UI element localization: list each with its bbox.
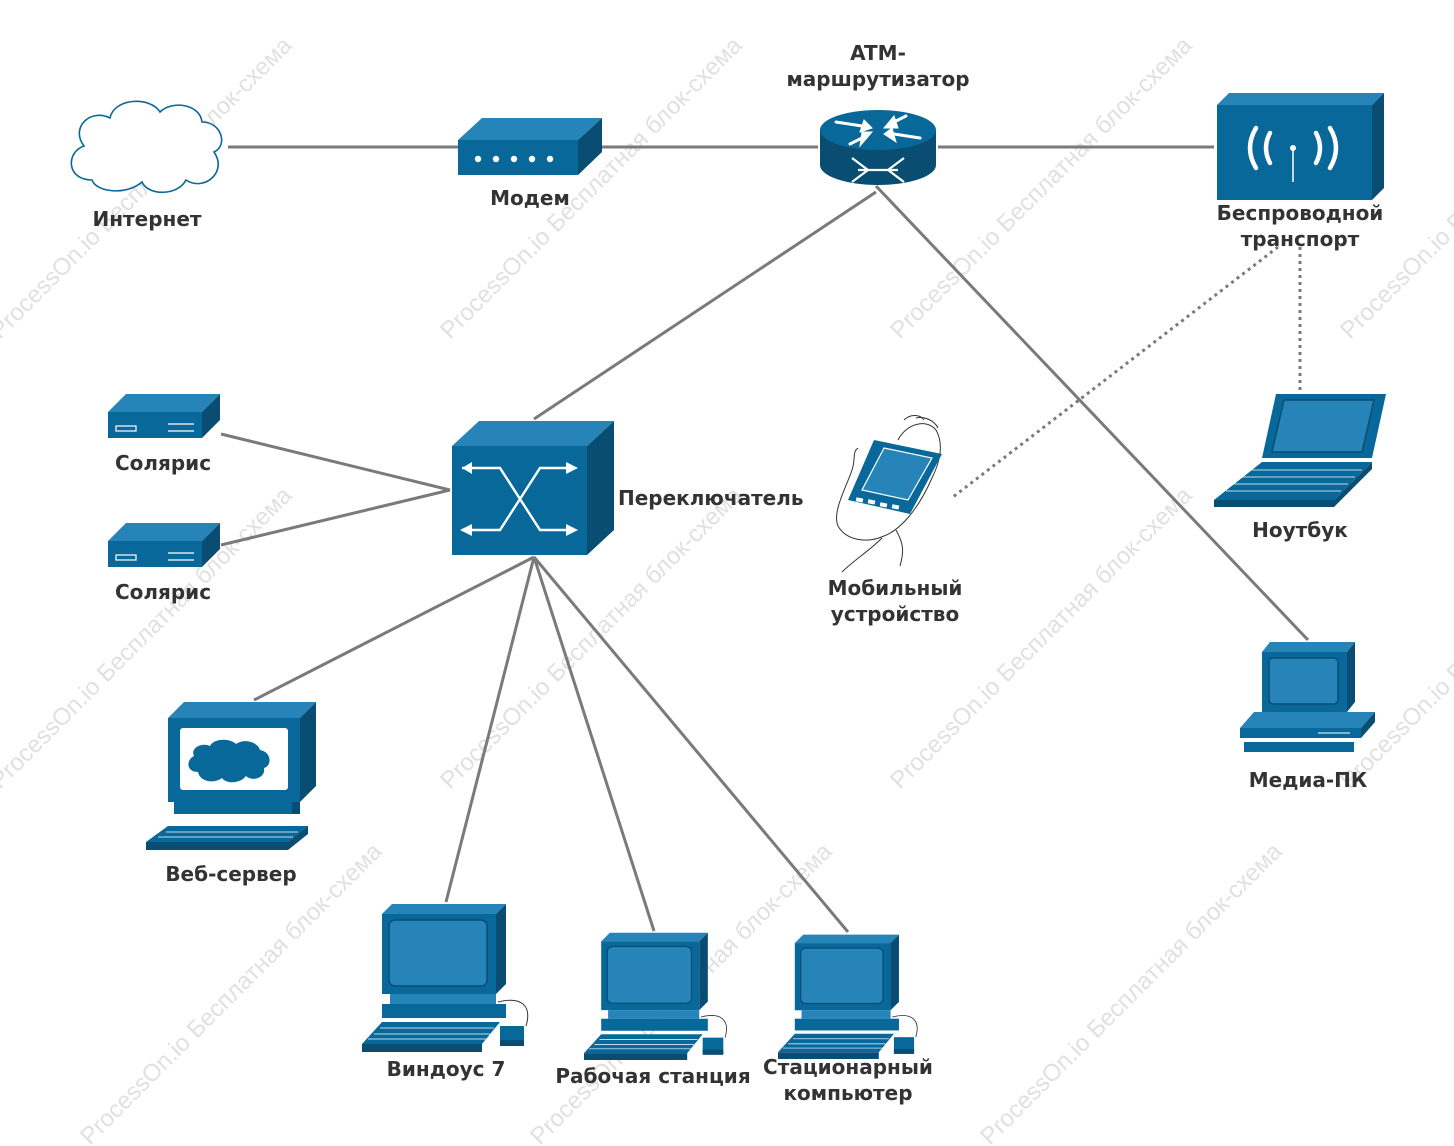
- label-media-pc: Медиа-ПК: [1248, 768, 1368, 792]
- label-switch: Переключатель: [618, 486, 804, 510]
- label-solaris-1: Солярис: [114, 451, 212, 475]
- link-wireless-mobile: [952, 245, 1279, 499]
- link-switch-web-server: [253, 555, 535, 702]
- mobile-device-icon: [836, 415, 942, 573]
- label-router-line-2: маршрутизатор: [786, 67, 970, 91]
- label-windows7: Виндоус 7: [386, 1057, 506, 1081]
- link-solaris1-switch: [220, 432, 451, 492]
- label-mobile-line-2: устройство: [830, 602, 960, 626]
- router-icon: [820, 110, 936, 185]
- media-pc-icon: [1240, 642, 1375, 752]
- label-wireless-line-1: Беспроводной: [1216, 201, 1384, 225]
- watermark: ProcessOn.io Бесплатная блок-схема: [975, 838, 1288, 1146]
- link-router-switch: [533, 190, 877, 421]
- label-web-server: Веб-сервер: [165, 862, 297, 886]
- link-router-media-pc: [874, 184, 1310, 642]
- label-internet: Интернет: [92, 207, 202, 231]
- wireless-access-point-icon: [1217, 93, 1384, 200]
- link-switch-windows7: [444, 556, 536, 903]
- label-desktop: Стационарный компьютер: [752, 1054, 944, 1106]
- label-wireless-line-2: транспорт: [1240, 227, 1360, 251]
- watermark: ProcessOn.io Бесплатная блок-схема: [885, 482, 1198, 795]
- cloud-icon: [70, 100, 223, 194]
- modem-icon: [458, 118, 602, 175]
- desktop-computer-icon: [362, 904, 529, 1052]
- label-mobile-line-1: Мобильный: [827, 576, 963, 600]
- server-icon: [108, 523, 220, 567]
- connections: [220, 145, 1310, 933]
- label-wireless: Беспроводной транспорт: [1200, 200, 1400, 252]
- server-icon: [108, 394, 220, 438]
- laptop-icon: [1214, 394, 1386, 507]
- label-modem: Модем: [490, 186, 570, 210]
- link-solaris2-switch: [220, 488, 451, 547]
- web-server-icon: [146, 702, 316, 850]
- label-laptop: Ноутбук: [1252, 518, 1348, 542]
- label-workstation: Рабочая станция: [555, 1064, 751, 1088]
- desktop-computer-icon: [778, 934, 918, 1059]
- label-solaris-2: Солярис: [114, 580, 212, 604]
- label-desktop-line-2: компьютер: [783, 1081, 913, 1105]
- desktop-computer-icon: [584, 932, 727, 1060]
- link-switch-desktop: [532, 556, 850, 933]
- label-mobile: Мобильный устройство: [805, 575, 985, 627]
- switch-icon: [452, 421, 614, 555]
- link-switch-workstation: [532, 556, 656, 932]
- label-desktop-line-1: Стационарный: [763, 1055, 933, 1079]
- label-router-line-1: ATM-: [850, 41, 906, 65]
- label-router: ATM- маршрутизатор: [768, 40, 988, 92]
